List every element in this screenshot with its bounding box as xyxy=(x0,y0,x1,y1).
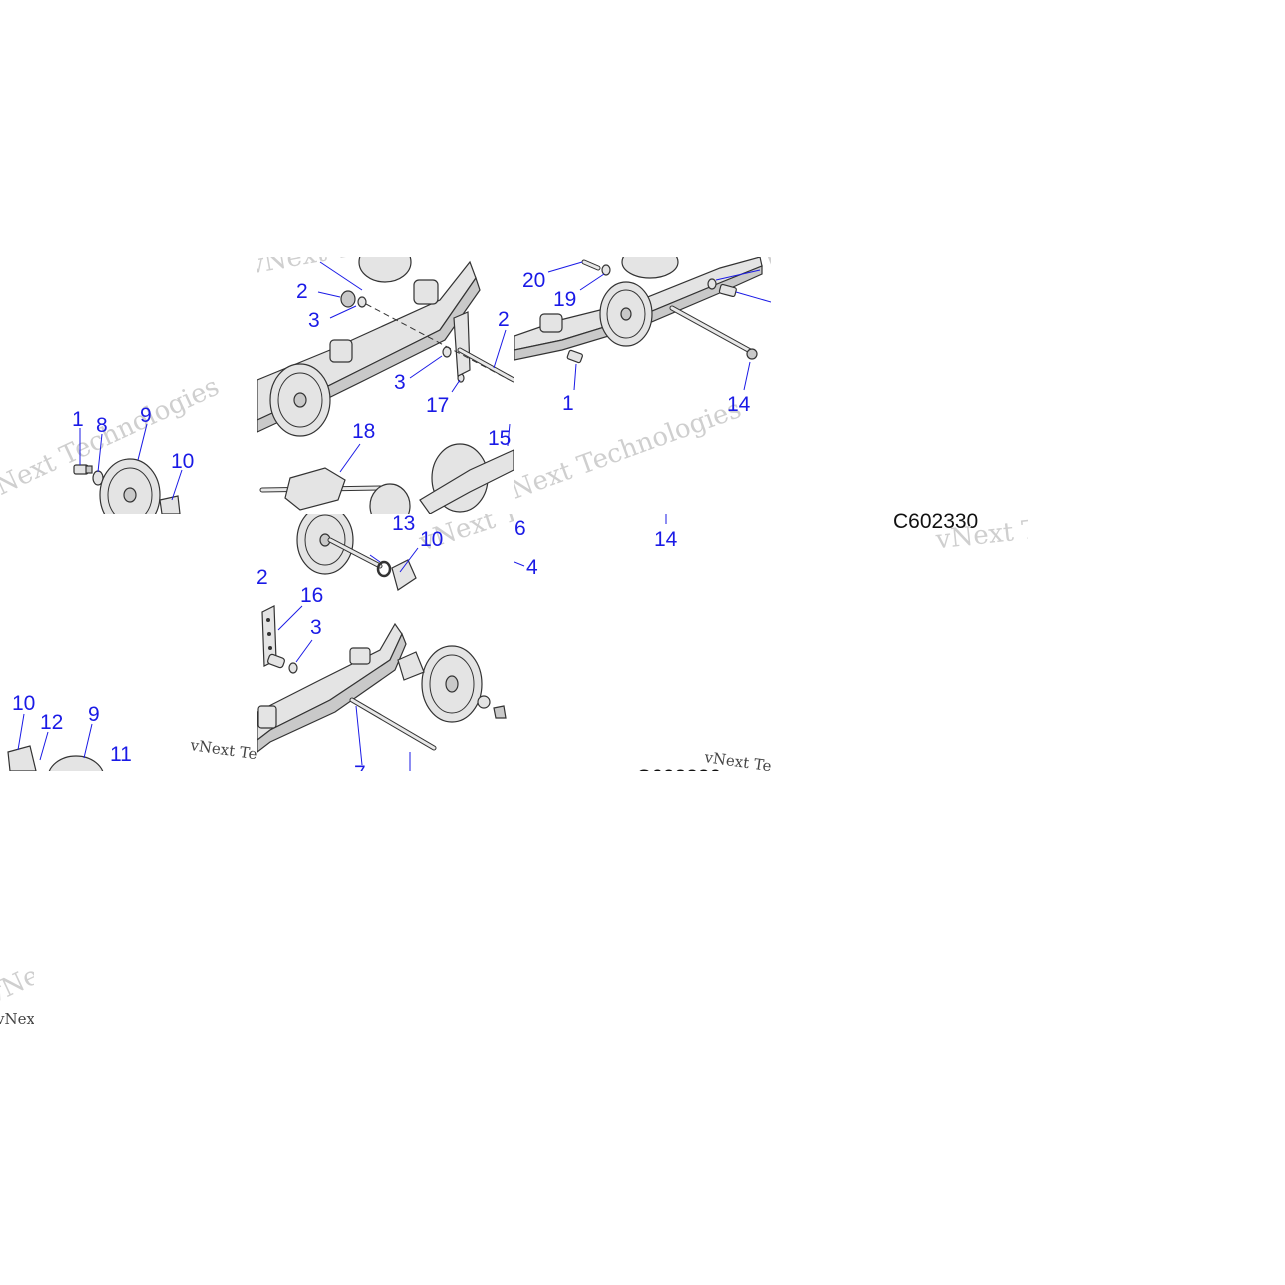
watermark: vNext Technologies xyxy=(491,394,745,511)
callout-label: 20 xyxy=(522,269,545,292)
wheel-part xyxy=(397,645,507,723)
bracket-part xyxy=(261,605,277,667)
callout-label: 16 xyxy=(300,584,323,607)
hub-part xyxy=(7,745,37,771)
watermark: vNext Technologies xyxy=(933,499,1194,556)
callout-label: 2 xyxy=(296,280,308,303)
callout-label: 2 xyxy=(256,566,268,589)
callout-label: 1 xyxy=(72,408,84,431)
callout-label: 18 xyxy=(352,420,375,443)
callout-label: 9 xyxy=(88,703,100,726)
rail-arm xyxy=(257,622,407,753)
axle-assembly xyxy=(259,443,514,514)
bracket-part xyxy=(453,311,471,377)
shaft-part xyxy=(457,347,514,383)
tile-right-top: vNext Technologies Inc. vNext Technologi… xyxy=(491,245,1082,511)
callout-label: 3 xyxy=(308,309,320,332)
watermark-small: vNext Technologies xyxy=(702,748,853,787)
tile-right-bottom: 6 4 14 vNext Technologies C602330 xyxy=(514,514,853,789)
shaft-part xyxy=(669,305,758,360)
callout-label: 4 xyxy=(526,556,538,579)
callout-label: 15 xyxy=(488,427,511,450)
hub-part xyxy=(159,495,181,514)
tile-far-right: C602330 vNext Technologies xyxy=(893,499,1194,556)
callout-label: 14 xyxy=(654,528,678,551)
callout-label: 14 xyxy=(727,393,751,416)
bushing-part xyxy=(581,259,611,276)
callout-label: 10 xyxy=(420,528,443,551)
callout-label: 3 xyxy=(394,371,406,394)
callout-label: 1 xyxy=(562,392,574,415)
callout-label: 10 xyxy=(12,692,35,715)
callout-label: 6 xyxy=(514,517,526,540)
callout-label: 9 xyxy=(140,404,152,427)
callout-label: 12 xyxy=(40,711,63,734)
shaft-part xyxy=(349,697,437,751)
wheel-part xyxy=(269,257,412,437)
hub-part xyxy=(391,559,417,591)
pivot-block xyxy=(257,647,371,729)
wheel-part xyxy=(296,514,354,575)
tile-left-lower: vNext Technologies vNext Technologies xyxy=(0,874,230,1028)
reference-code: C602330 xyxy=(893,510,978,533)
pivot-block xyxy=(329,279,439,363)
callout-label: 8 xyxy=(96,414,108,437)
callout-label: 13 xyxy=(392,512,415,535)
shaft-part xyxy=(327,537,383,569)
seal-part xyxy=(376,560,392,578)
tile-left-top: vNext Technologies 1 8 9 10 xyxy=(0,372,224,514)
callout-label: 2 xyxy=(498,308,510,331)
wheel-part xyxy=(99,458,161,514)
pivot-block xyxy=(539,313,563,333)
watermark-small: vNext Technologies xyxy=(0,1010,145,1028)
callout-label: 19 xyxy=(553,288,576,311)
wheel-part xyxy=(48,755,104,771)
bolt-part xyxy=(73,464,93,475)
callout-label: 3 xyxy=(310,616,322,639)
nut-part xyxy=(340,290,465,383)
reference-code: C602330 xyxy=(636,766,721,789)
callout-label: 10 xyxy=(171,450,194,473)
bolt-part xyxy=(566,278,737,364)
callout-label: 7 xyxy=(354,762,366,785)
watermark: vNext Technologies xyxy=(0,874,230,1011)
wheel-part xyxy=(599,257,679,347)
tile-middle-top: vNext Technologies xyxy=(257,257,514,514)
callout-label: 17 xyxy=(426,394,449,417)
watermark: vNext Technologies Inc. xyxy=(765,245,1082,275)
bushing-part xyxy=(267,653,298,674)
callout-label: 11 xyxy=(110,743,132,766)
